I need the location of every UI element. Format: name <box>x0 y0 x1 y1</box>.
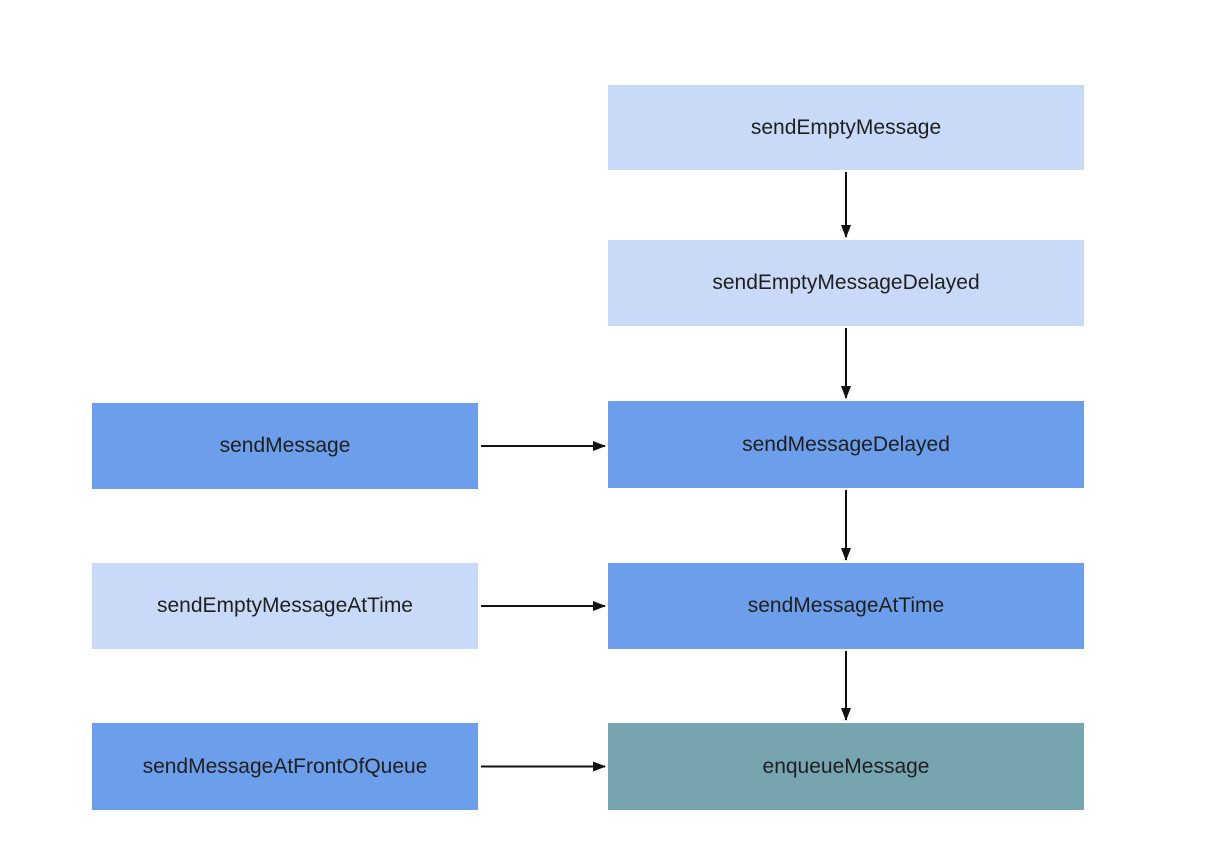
node-sendMessageDelayed: sendMessageDelayed <box>608 401 1084 488</box>
node-label-sendMessageDelayed: sendMessageDelayed <box>742 432 950 456</box>
node-sendMessageAtFrontOfQueue: sendMessageAtFrontOfQueue <box>92 723 478 810</box>
node-enqueueMessage: enqueueMessage <box>608 723 1084 810</box>
node-sendEmptyMessageDelayed: sendEmptyMessageDelayed <box>608 240 1084 326</box>
node-label-sendEmptyMessage: sendEmptyMessage <box>750 115 942 139</box>
node-label-sendMessage: sendMessage <box>219 434 351 458</box>
node-label-enqueueMessage: enqueueMessage <box>762 754 930 778</box>
node-label-sendMessageAtFrontOfQueue: sendMessageAtFrontOfQueue <box>142 754 428 778</box>
node-sendMessage: sendMessage <box>92 403 478 489</box>
node-sendEmptyMessage: sendEmptyMessage <box>608 85 1084 170</box>
node-sendEmptyMessageAtTime: sendEmptyMessageAtTime <box>92 563 478 649</box>
node-label-sendEmptyMessageAtTime: sendEmptyMessageAtTime <box>157 594 413 618</box>
node-sendMessageAtTime: sendMessageAtTime <box>608 563 1084 649</box>
node-label-sendMessageAtTime: sendMessageAtTime <box>747 594 945 618</box>
node-label-sendEmptyMessageDelayed: sendEmptyMessageDelayed <box>712 271 980 295</box>
